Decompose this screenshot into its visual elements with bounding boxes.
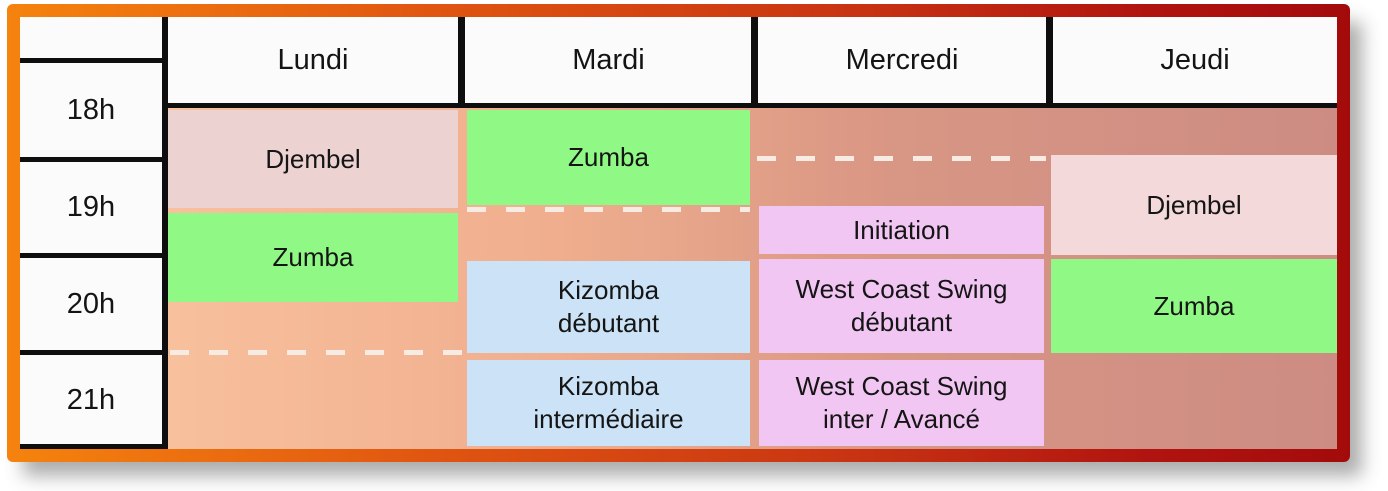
schedule-block-lundi-djembel: Djembel <box>168 110 458 208</box>
hour-line <box>20 444 168 449</box>
schedule-block-mercredi-initiation: Initiation <box>759 206 1044 254</box>
schedule-block-mardi-kizomba-debutant: Kizomba débutant <box>467 261 750 353</box>
day-column-divider <box>458 17 465 108</box>
time-label-18h: 18h <box>66 93 116 126</box>
half-hour-dashed-line <box>467 207 750 212</box>
half-hour-dashed-line <box>757 156 1046 161</box>
hour-line <box>20 253 168 258</box>
day-column-divider <box>751 17 758 108</box>
schedule-block-mardi-kizomba-intermediaire: Kizomba intermédiaire <box>467 360 750 446</box>
schedule-block-jeudi-zumba: Zumba <box>1051 259 1337 353</box>
half-hour-dashed-line <box>170 350 463 355</box>
time-label-19h: 19h <box>66 191 116 223</box>
time-label-20h: 20h <box>66 287 116 320</box>
day-header-jeudi: Jeudi <box>1160 43 1230 76</box>
hour-line <box>20 58 168 63</box>
hour-line <box>20 157 168 162</box>
day-header-mercredi: Mercredi <box>845 43 959 76</box>
schedule-block-mardi-zumba: Zumba <box>467 110 750 205</box>
schedule-block-mercredi-wcs-inter-avance: West Coast Swing inter / Avancé <box>759 360 1044 446</box>
hour-line <box>20 350 168 355</box>
time-column-border <box>162 17 168 449</box>
day-header-mardi: Mardi <box>572 43 645 76</box>
schedule-block-lundi-zumba: Zumba <box>168 213 458 302</box>
time-label-21h: 21h <box>66 383 116 416</box>
schedule-grid: Lundi Mardi Mercredi Jeudi 18h 19h 20h 21h Djemb… <box>20 17 1337 449</box>
schedule-block-jeudi-djembel: Djembel <box>1051 155 1337 255</box>
schedule-block-mercredi-wcs-debutant: West Coast Swing débutant <box>759 259 1044 353</box>
day-column-divider <box>1046 17 1053 108</box>
day-header-lundi: Lundi <box>277 43 349 76</box>
schedule-card-frame: Lundi Mardi Mercredi Jeudi 18h 19h 20h 21h Djemb… <box>7 4 1350 462</box>
